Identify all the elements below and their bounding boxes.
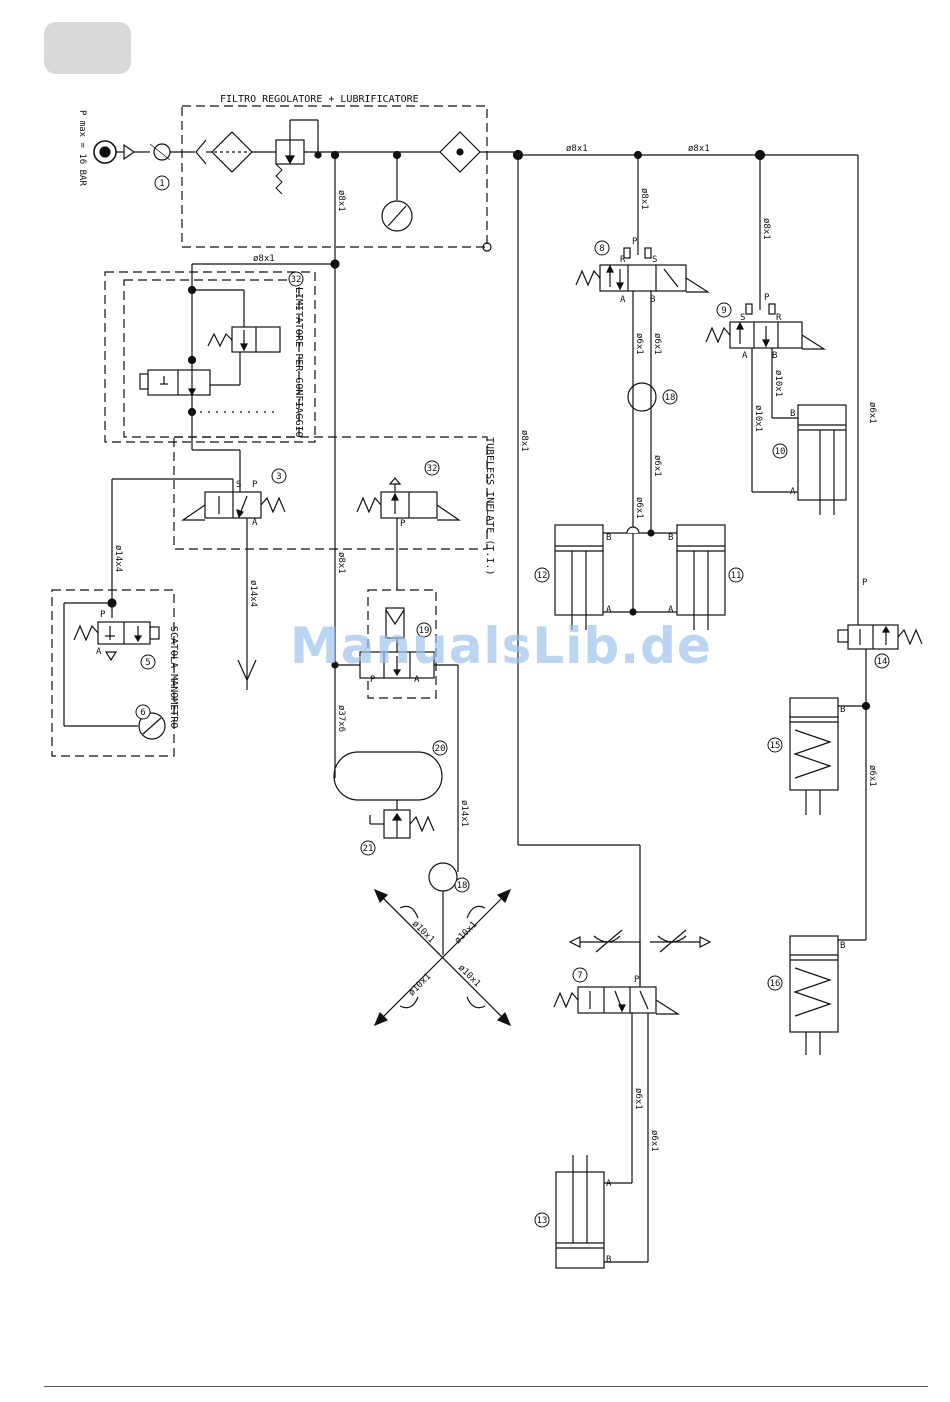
- port-label: A: [606, 605, 612, 615]
- pipe-label: ø6x1: [652, 333, 662, 355]
- pipe-label: ø10x1: [456, 963, 482, 989]
- port-label: P: [370, 675, 376, 685]
- port-label: B: [840, 941, 845, 951]
- svg-text:10: 10: [775, 447, 786, 457]
- port-label: R: [776, 313, 782, 323]
- port-label: A: [96, 647, 102, 657]
- filter-group-title: FILTRO REGOLATORE + LUBRIFICATORE: [220, 94, 419, 105]
- svg-text:15: 15: [770, 741, 781, 751]
- pipe-label: ø10x1: [407, 972, 433, 998]
- pipe-label: ø8x1: [253, 254, 275, 264]
- component-numbers: [135, 175, 890, 1228]
- port-label: A: [668, 605, 674, 615]
- port-label: P: [862, 578, 868, 588]
- pipe-label: ø8x1: [688, 144, 710, 154]
- pipe-label: ø8x1: [519, 430, 529, 452]
- footer-divider: [44, 1386, 928, 1387]
- pipe-label: ø10x1: [453, 920, 479, 946]
- pipe-label: ø8x1: [761, 218, 771, 240]
- port-label: B: [668, 533, 673, 543]
- pipe-label: ø14x4: [113, 545, 123, 572]
- port-label: B: [606, 533, 611, 543]
- pipe-label: ø8x1: [336, 190, 346, 212]
- svg-text:32: 32: [427, 464, 438, 474]
- svg-text:11: 11: [731, 571, 742, 581]
- gauge-group-title: SCATOLA MANOMETRO: [168, 626, 179, 728]
- port-label: B: [790, 409, 795, 419]
- gauge-group-box: [51, 589, 175, 757]
- svg-text:6: 6: [140, 708, 145, 718]
- inlet-group: [93, 139, 207, 165]
- port-label: P: [632, 237, 638, 247]
- svg-text:5: 5: [145, 658, 150, 668]
- svg-text:32: 32: [291, 275, 302, 285]
- svg-text:3: 3: [276, 472, 281, 482]
- svg-text:1: 1: [159, 179, 164, 189]
- component-number-text: 1 32 3 32 5 6 19 20 21 18 8 9 18 10 12 1…: [140, 179, 887, 1226]
- pipe-label: ø6x1: [634, 333, 644, 355]
- svg-text:21: 21: [363, 844, 374, 854]
- limiter-group-box: [104, 271, 316, 443]
- port-label: A: [414, 675, 420, 685]
- pipe-label: ø37x6: [336, 705, 346, 732]
- pipe-label: ø10x1: [753, 405, 763, 432]
- svg-text:20: 20: [435, 744, 446, 754]
- pipe-label: ø10x1: [773, 370, 783, 397]
- pipe-label: ø6x1: [652, 455, 662, 477]
- port-label: S: [740, 313, 745, 323]
- svg-text:19: 19: [419, 626, 430, 636]
- svg-text:9: 9: [721, 306, 726, 316]
- svg-text:18: 18: [665, 393, 676, 403]
- tubeless-group-box: [173, 436, 488, 550]
- pipe-label: ø6x1: [634, 497, 644, 519]
- port-label: P: [400, 519, 406, 529]
- svg-text:14: 14: [877, 657, 888, 667]
- tubeless-group-title: TUBELESS INFLATE (T.I.): [484, 437, 495, 575]
- pipe-label: ø8x1: [336, 552, 346, 574]
- port-label: P: [100, 610, 106, 620]
- pipe-label: ø6x1: [649, 1130, 659, 1152]
- port-label: A: [606, 1179, 612, 1189]
- pipe-label: ø8x1: [639, 188, 649, 210]
- valve-19-box: [367, 589, 437, 699]
- svg-text:7: 7: [577, 971, 582, 981]
- svg-text:18: 18: [457, 881, 468, 891]
- pipe-label: ø6x1: [867, 402, 877, 424]
- port-label: B: [772, 351, 777, 361]
- port-label: R: [620, 255, 626, 265]
- svg-text:8: 8: [599, 244, 604, 254]
- port-label: B: [606, 1255, 611, 1265]
- port-label: A: [620, 295, 626, 305]
- watermark: ManualsLib.de: [290, 617, 712, 675]
- pipe-label: ø6x1: [867, 765, 877, 787]
- page-tab: [44, 22, 131, 74]
- limiter-group-title: LIMITATORE PER GONFIAGGIO: [293, 287, 304, 438]
- pipe-label: ø14x4: [248, 580, 258, 607]
- port-label: P: [252, 480, 258, 490]
- port-label: S: [652, 255, 657, 265]
- port-label: P: [634, 975, 640, 985]
- port-label: P: [764, 293, 770, 303]
- pipe-label: ø8x1: [566, 144, 588, 154]
- pipe-label: ø10x1: [410, 919, 436, 945]
- port-label: B: [650, 295, 655, 305]
- pipe-label: ø6x1: [633, 1088, 643, 1110]
- svg-text:13: 13: [537, 1216, 548, 1226]
- svg-text:12: 12: [537, 571, 548, 581]
- port-label: A: [742, 351, 748, 361]
- port-label: A: [252, 518, 258, 528]
- port-label: S: [236, 480, 241, 490]
- pipe-label: ø14x1: [459, 800, 469, 827]
- port-label: B: [840, 705, 845, 715]
- pressure-label: P max = 16 BAR: [77, 110, 87, 186]
- port-label: A: [790, 487, 796, 497]
- diagram-labels: P max = 16 BAR FILTRO REGOLATORE + LUBRI…: [77, 94, 877, 1265]
- svg-text:16: 16: [770, 979, 781, 989]
